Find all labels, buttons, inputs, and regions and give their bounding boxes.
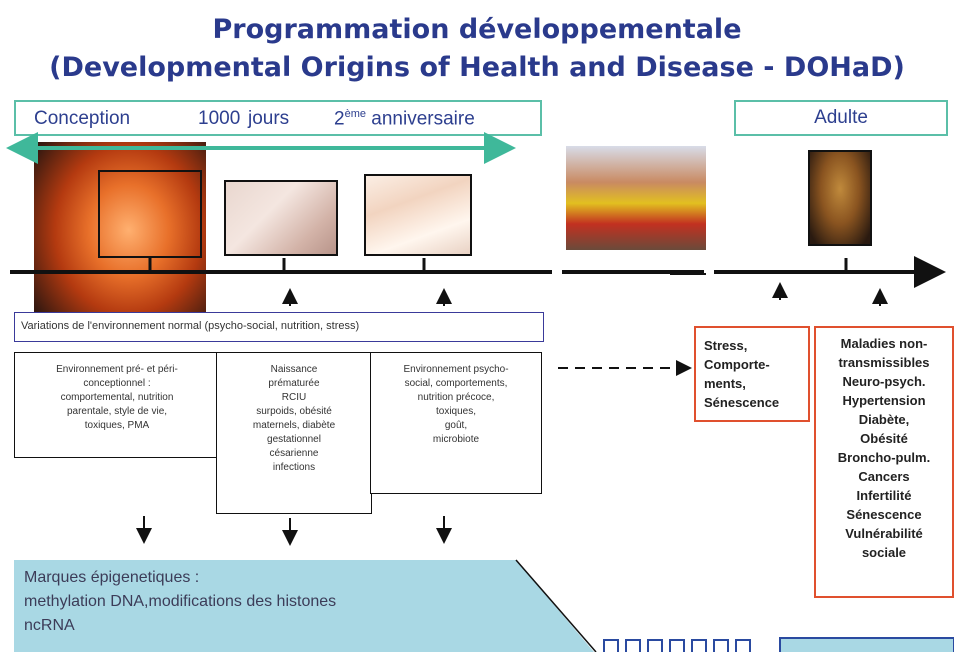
disease-line: Neuro-psych.: [842, 374, 926, 389]
box3-line: Environnement psycho-: [403, 364, 509, 375]
non-communicable-diseases-box: Maladies non- transmissibles Neuro-psych…: [814, 326, 954, 598]
anniversary-label: 2ème anniversaire: [334, 108, 475, 130]
box1-line: comportemental, nutrition: [60, 392, 174, 403]
epigenetics-panel: [14, 560, 594, 652]
stress-line: Stress,: [704, 338, 748, 353]
box3-line: social, comportements,: [404, 378, 508, 389]
thinker-statue-photo: [808, 150, 872, 246]
disease-line: Broncho-pulm.: [837, 450, 931, 465]
disease-line: Maladies non-: [840, 336, 928, 351]
stress-line: ments,: [704, 376, 746, 391]
box1-line: parentale, style de vie,: [66, 406, 168, 417]
disease-line: Diabète,: [858, 412, 910, 427]
stress-behaviour-box: Stress, Comporte- ments, Sénescence: [694, 326, 810, 422]
environment-variations-box: Variations de l'environnement normal (ps…: [14, 312, 544, 342]
anniversary-number: 2: [334, 108, 345, 130]
box2-line: Naissance: [270, 364, 318, 375]
stress-line: Sénescence: [704, 395, 780, 410]
title-line-1: Programmation développementale: [212, 14, 742, 45]
anniversary-word: anniversaire: [371, 108, 475, 130]
epigenetics-line-3: ncRNA: [24, 617, 75, 634]
days-number-label: 1000: [198, 108, 241, 129]
box2-line: gestationnel: [267, 434, 321, 445]
anniversary-sup: ème: [344, 108, 366, 120]
disease-line: Cancers: [858, 469, 910, 484]
epigenetics-text: Marques épigenetiques : methylation DNA,…: [24, 566, 336, 638]
box3-line: microbiote: [432, 434, 480, 445]
embryo-photo: [34, 142, 206, 338]
box3-line: goût,: [444, 420, 468, 431]
box1-line: conceptionnel :: [83, 378, 151, 389]
title-line-2: (Developmental Origins of Health and Dis…: [49, 52, 905, 83]
box1-line: Environnement pré- et péri-: [56, 364, 178, 375]
disease-line: sociale: [861, 545, 907, 560]
box3-line: nutrition précoce,: [417, 392, 495, 403]
box2-line: surpoids, obésité: [256, 406, 332, 417]
disease-line: Infertilité: [856, 488, 912, 503]
epigenetics-line-2: methylation DNA,modifications des histon…: [24, 593, 337, 610]
embryo-frame: [98, 170, 202, 258]
box1-line: toxiques, PMA: [84, 420, 150, 431]
early-life-phase-box: Conception 1000 jours 2ème anniversaire: [14, 100, 542, 136]
box2-line: césarienne: [269, 448, 319, 459]
adult-phase-box: Adulte: [734, 100, 948, 136]
children-eating-photo: [566, 146, 706, 250]
box2-line: infections: [272, 462, 316, 473]
disease-line: Sénescence: [846, 507, 922, 522]
box2-line: maternels, diabète: [252, 420, 336, 431]
infant-photo: [364, 174, 472, 256]
disease-line: Hypertension: [842, 393, 926, 408]
disease-line: transmissibles: [838, 355, 930, 370]
epigenetics-line-1: Marques épigenetiques :: [24, 569, 200, 586]
days-word-label: jours: [248, 108, 290, 129]
preconception-factors-box: Environnement pré- et péri- conceptionne…: [14, 352, 220, 458]
birth-factors-box: Naissance prématurée RCIU surpoids, obés…: [216, 352, 372, 514]
environment-variations-label: Variations de l'environnement normal (ps…: [21, 320, 360, 332]
conception-label: Conception: [34, 108, 131, 129]
box3-line: toxiques,: [435, 406, 477, 417]
stress-line: Comporte-: [704, 357, 770, 372]
disease-line: Obésité: [860, 431, 908, 446]
box2-line: RCIU: [281, 392, 307, 403]
box2-line: prématurée: [268, 378, 320, 389]
disease-line: Vulnérabilité: [845, 526, 923, 541]
early-childhood-factors-box: Environnement psycho- social, comporteme…: [370, 352, 542, 494]
premature-baby-photo: [224, 180, 338, 256]
